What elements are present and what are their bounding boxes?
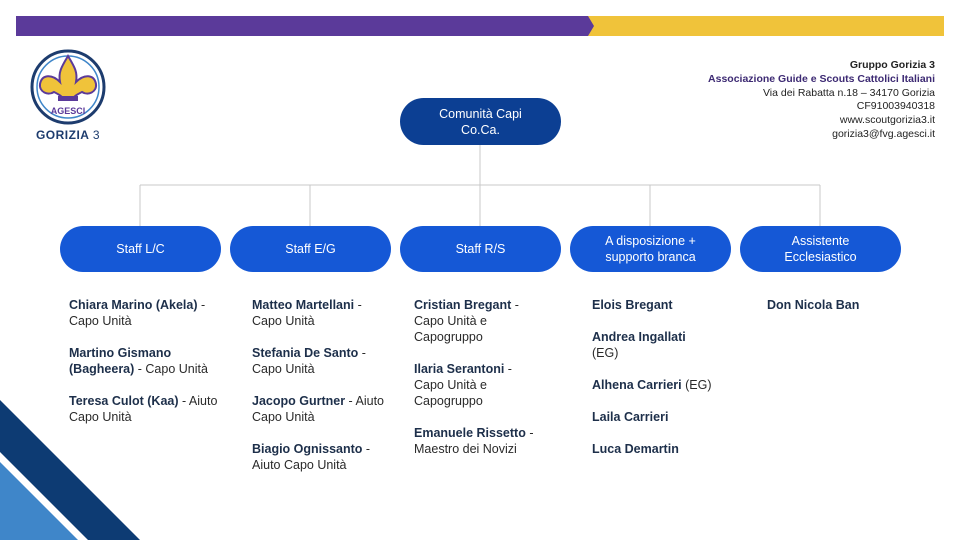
member-item: Jacopo Gurtner - Aiuto Capo Unità — [252, 394, 384, 424]
org-website[interactable]: www.scoutgorizia3.it — [839, 114, 935, 127]
members-ecclesiastic: Don Nicola Ban — [767, 297, 917, 329]
member-item: Don Nicola Ban — [767, 298, 860, 312]
agesci-logo: AGESCI GORIZIA 3 — [22, 46, 114, 146]
org-email[interactable]: gorizia3@fvg.agesci.it — [832, 127, 935, 140]
root-node-line1: Comunità Capi — [439, 106, 522, 121]
member-item: Teresa Culot (Kaa) - Aiuto Capo Unità — [69, 394, 218, 424]
org-address: Via dei Rabatta n.18 – 34170 Gorizia — [762, 86, 935, 99]
branch-node-eg: Staff E/G — [230, 226, 391, 272]
corner-decoration — [0, 400, 140, 540]
logo-caption: GORIZIA 3 — [35, 128, 101, 142]
org-tax-code: CF91003940318 — [856, 100, 935, 113]
member-item: Elois Bregant — [592, 298, 673, 312]
association-name: Associazione Guide e Scouts Cattolici It… — [708, 72, 935, 85]
branch-node-lc: Staff L/C — [60, 226, 221, 272]
members-eg: Matteo Martellani - Capo Unità Stefania … — [252, 297, 392, 489]
members-support: Elois Bregant Andrea Ingallati (EG) Alhe… — [592, 297, 742, 473]
branch-node-support: A disposizione + supporto branca — [570, 226, 731, 272]
org-info: Gruppo Gorizia 3 Associazione Guide e Sc… — [708, 59, 935, 142]
members-lc: Chiara Marino (Akela) - Capo Unità Marti… — [69, 297, 219, 441]
branch-node-rs: Staff R/S — [400, 226, 561, 272]
member-item: Andrea Ingallati (EG) — [592, 330, 686, 360]
member-item: Cristian Bregant - Capo Unità e Capogrup… — [414, 298, 519, 344]
member-item: Biagio Ognissanto - Aiuto Capo Unità — [252, 442, 371, 472]
branch-node-ecclesiastic: Assistente Ecclesiastico — [740, 226, 901, 272]
member-item: Stefania De Santo - Capo Unità — [252, 346, 366, 376]
member-item: Alhena Carrieri (EG) — [592, 378, 712, 392]
member-item: Ilaria Serantoni - Capo Unità e Capogrup… — [414, 362, 512, 408]
member-item: Matteo Martellani - Capo Unità — [252, 298, 362, 328]
member-item: Chiara Marino (Akela) - Capo Unità — [69, 298, 206, 328]
member-item: Laila Carrieri — [592, 410, 669, 424]
root-node-coca: Comunità Capi Co.Ca. — [400, 98, 561, 145]
member-item: Emanuele Rissetto - Maestro dei Novizi — [414, 426, 534, 456]
member-item: Martino Gismano (Bagheera) - Capo Unità — [69, 346, 208, 376]
top-banner — [16, 16, 944, 36]
org-name: Gruppo Gorizia 3 — [849, 59, 935, 71]
members-rs: Cristian Bregant - Capo Unità e Capogrup… — [414, 297, 542, 473]
logo-text: AGESCI — [51, 106, 86, 116]
member-item: Luca Demartin — [592, 442, 679, 456]
root-node-line2: Co.Ca. — [461, 122, 500, 137]
